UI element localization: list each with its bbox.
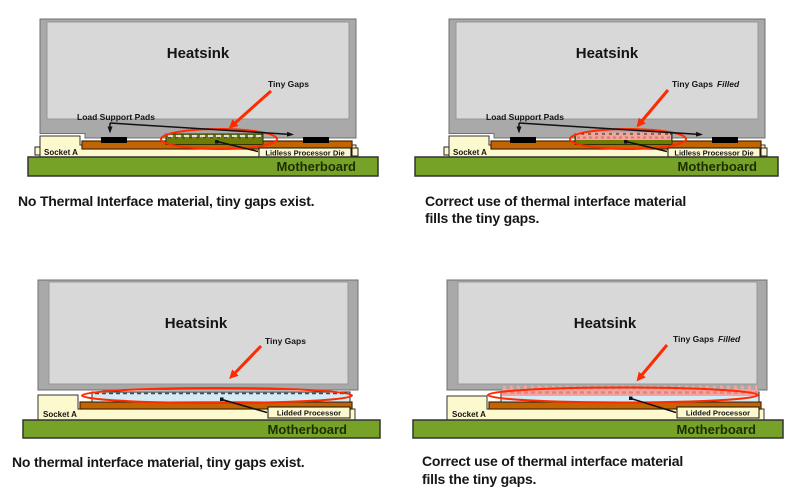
caption: No thermal interface material, tiny gaps… bbox=[12, 454, 304, 470]
load-pad-left bbox=[510, 137, 536, 143]
load-pad-right bbox=[712, 137, 738, 143]
socket-label: Socket A bbox=[43, 410, 77, 419]
motherboard-label: Motherboard bbox=[277, 159, 357, 174]
processor-label-box bbox=[267, 406, 351, 419]
caption-line-2: fills the tiny gaps. bbox=[422, 471, 536, 487]
tiny-gaps-arrow bbox=[636, 89, 670, 128]
motherboard bbox=[22, 419, 381, 439]
processor-pointer-dot bbox=[629, 396, 633, 400]
socket-label: Socket A bbox=[452, 410, 486, 419]
gap-ellipse bbox=[569, 128, 687, 150]
diagram-lidded-no-tim: Heatsink Tiny Gaps Socket A Lidded Proce… bbox=[12, 279, 381, 470]
tiny-gaps-arrow bbox=[636, 344, 669, 382]
socket-clip-right bbox=[760, 147, 768, 157]
socket-clip-left bbox=[443, 146, 450, 156]
caption-line-1: Correct use of thermal interface materia… bbox=[425, 193, 686, 209]
heatsink-face bbox=[46, 21, 350, 120]
processor-label: Lidded Processor bbox=[686, 409, 750, 418]
tiny-gaps-arrow bbox=[229, 344, 263, 380]
socket-label: Socket A bbox=[453, 148, 487, 157]
gap-ellipse bbox=[487, 386, 759, 404]
load-pad-left bbox=[101, 137, 127, 143]
socket-clip-right bbox=[351, 147, 359, 157]
socket-label: Socket A bbox=[44, 148, 78, 157]
panel-lidless-no-tim: Heatsink Tiny Gaps Load Support Pads Soc… bbox=[0, 0, 400, 250]
processor-pointer bbox=[625, 140, 668, 153]
load-pads-label: Load Support Pads bbox=[77, 112, 155, 122]
socket-clip-left bbox=[34, 146, 41, 156]
motherboard-label: Motherboard bbox=[677, 422, 757, 437]
load-pads-pointer-right bbox=[109, 122, 294, 137]
motherboard bbox=[27, 156, 379, 177]
motherboard bbox=[412, 419, 784, 439]
heatsink-label: Heatsink bbox=[574, 315, 637, 332]
processor-die bbox=[165, 133, 264, 145]
processor-pointer-dot bbox=[624, 140, 628, 144]
gap-ellipse bbox=[160, 128, 278, 150]
caption-line-1: Correct use of thermal interface materia… bbox=[422, 453, 683, 469]
processor-pointer bbox=[221, 398, 268, 414]
load-pads-label: Load Support Pads bbox=[486, 112, 564, 122]
gap-ellipse bbox=[81, 387, 353, 404]
processor-label: Lidless Processor Die bbox=[265, 149, 344, 158]
heatsink-label: Heatsink bbox=[165, 315, 228, 332]
motherboard-label: Motherboard bbox=[268, 422, 348, 437]
heatsink-label: Heatsink bbox=[576, 45, 639, 62]
panel-lidded-no-tim: Heatsink Tiny Gaps Socket A Lidded Proce… bbox=[0, 250, 400, 500]
processor-label: Lidded Processor bbox=[277, 409, 341, 418]
load-pad-right bbox=[303, 137, 329, 143]
motherboard bbox=[414, 156, 779, 177]
heatsink-face bbox=[457, 281, 758, 385]
load-pads-pointer-right bbox=[518, 122, 703, 137]
processor-pointer bbox=[630, 397, 677, 414]
thermal-material bbox=[576, 134, 671, 140]
tiny-gaps-label: Tiny Gaps bbox=[265, 336, 306, 346]
processor-pointer-dot bbox=[215, 140, 219, 144]
diagram-lidless-no-tim: Heatsink Tiny Gaps Load Support Pads Soc… bbox=[18, 18, 379, 209]
caption-line-2: fills the tiny gaps. bbox=[425, 210, 539, 226]
processor-label-box bbox=[676, 406, 760, 419]
processor-pointer bbox=[216, 140, 259, 153]
tiny-gaps-label: Tiny Gaps bbox=[268, 79, 309, 89]
heatsink-label: Heatsink bbox=[167, 45, 230, 62]
tiny-gaps-arrow bbox=[228, 89, 272, 129]
heatsink-face bbox=[48, 281, 349, 385]
processor-label: Lidless Processor Die bbox=[674, 149, 753, 158]
heatsink-face bbox=[455, 21, 759, 120]
caption: No Thermal Interface material, tiny gaps… bbox=[18, 193, 314, 209]
motherboard-label: Motherboard bbox=[678, 159, 758, 174]
processor-pointer-dot bbox=[220, 397, 224, 401]
